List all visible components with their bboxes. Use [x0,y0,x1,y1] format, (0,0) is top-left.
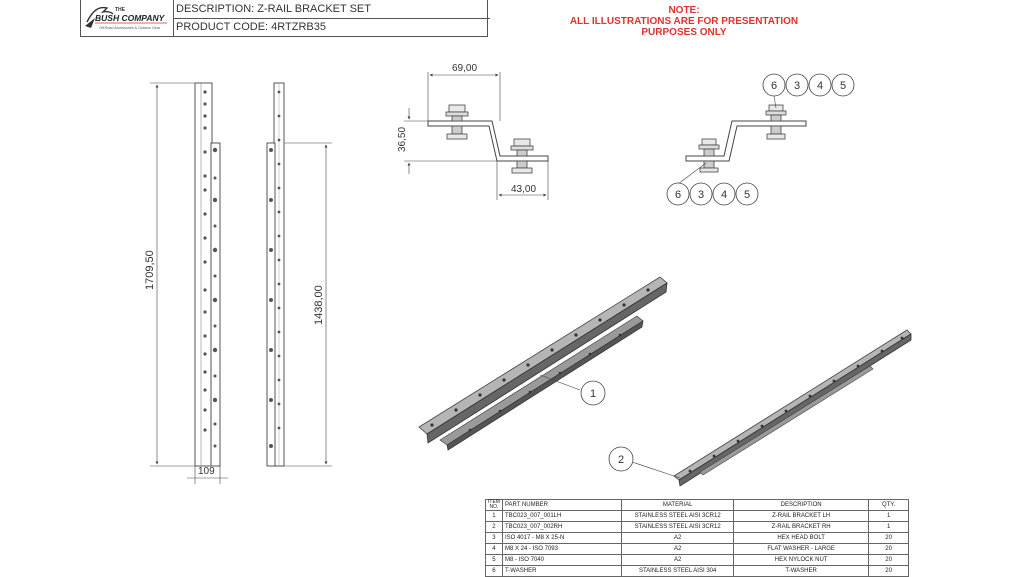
header-material: MATERIAL [621,499,735,511]
callout-balloon [785,73,809,97]
callout-balloon-2 [608,446,634,472]
callout-label-1: 1 [590,388,596,400]
callout-label: 3 [794,80,800,92]
callout-label: 4 [721,189,727,201]
callout-stack-top: 6 3 4 5 [762,73,855,97]
cell-part-number: TBC023_007_001LH [501,510,623,522]
table-row: 4 M8 X 24 - ISO 7093 A2 FLAT WASHER - LA… [485,543,909,555]
callout-balloon [808,73,832,97]
cell-material: STAINLESS STEEL AISI 3CR12 [621,521,735,533]
header-item-no: ITEM NO. [485,499,503,511]
cell-qty: 20 [868,543,909,555]
dim-z-width: 69,00 [452,63,477,74]
cell-qty: 20 [868,565,909,577]
header-description: DESCRIPTION [733,499,870,511]
dim-z-height: 36,50 [397,127,408,152]
cell-material: A2 [621,554,735,566]
callout-label: 6 [771,80,777,92]
z-profile-callouts: 6 3 4 5 6 3 4 5 [666,73,855,206]
callout-balloon [712,182,736,206]
table-header-row: ITEM NO. PART NUMBER MATERIAL DESCRIPTIO… [485,499,909,511]
cell-part-number: M8 - ISO 7040 [501,554,623,566]
cell-part-number: ISO 4017 - M8 X 25-N [501,532,623,544]
callout-label: 5 [744,189,750,201]
cell-material: A2 [621,532,735,544]
cell-qty: 20 [868,532,909,544]
cell-material: STAINLESS STEEL AISI 304 [621,565,735,577]
dim-overall-length: 1709,50 [144,250,156,290]
cell-part-number: T-WASHER [501,565,623,577]
logo-brand-text: BUSH COMPANY [95,13,166,23]
table-row: 2 TBC023_007_002RH STAINLESS STEEL AISI … [485,521,909,533]
cell-item: 1 [485,510,503,522]
cell-description: T-WASHER [733,565,870,577]
cell-material: A2 [621,543,735,555]
callout-balloon [762,73,786,97]
table-row: 6 T-WASHER STAINLESS STEEL AISI 304 T-WA… [485,565,909,577]
header-qty: QTY. [868,499,909,511]
presentation-note: NOTE: ALL ILLUSTRATIONS ARE FOR PRESENTA… [560,5,808,38]
cell-description: HEX HEAD BOLT [733,532,870,544]
cell-item: 2 [485,521,503,533]
cell-item: 5 [485,554,503,566]
table-row: 1 TBC023_007_001LH STAINLESS STEEL AISI … [485,510,909,522]
cell-qty: 1 [868,521,909,533]
dim-width: 109 [198,466,215,477]
title-block: THE BUSH COMPANY Off-Road Accessories & … [80,0,490,37]
description-text: DESCRIPTION: Z-RAIL BRACKET SET [174,0,490,19]
callout-balloon [689,182,713,206]
cell-qty: 20 [868,554,909,566]
callout-label: 6 [675,189,681,201]
isometric-rail-rh: 2 [608,329,912,487]
cell-qty: 1 [868,510,909,522]
parts-table: ITEM NO. PART NUMBER MATERIAL DESCRIPTIO… [485,499,909,577]
callout-label: 3 [698,189,704,201]
callout-balloon-1 [580,380,606,406]
callout-balloon [735,182,759,206]
header-part-number: PART NUMBER [501,499,623,511]
company-logo: THE BUSH COMPANY Off-Road Accessories & … [81,0,174,36]
cell-item: 4 [485,543,503,555]
hex-bolt-icon [448,104,466,113]
rail-front-view: 1709,50 109 [144,82,228,484]
cell-material: STAINLESS STEEL AISI 3CR12 [621,510,735,522]
callout-label: 4 [817,80,823,92]
cell-part-number: TBC023_007_002RH [501,521,623,533]
dim-z-flange: 43,00 [511,184,536,195]
logo-small-text: THE [115,7,126,13]
cell-description: Z-RAIL BRACKET RH [733,521,870,533]
cell-description: FLAT WASHER - LARGE [733,543,870,555]
z-profile-dimensioned: 69,00 36,50 43,00 [397,63,549,200]
table-row: 5 M8 - ISO 7040 A2 HEX NYLOCK NUT 20 [485,554,909,566]
dim-inner-length: 1438,00 [313,285,325,325]
note-text: ALL ILLUSTRATIONS ARE FOR PRESENTATION P… [569,16,799,38]
callout-balloon [831,73,855,97]
rail-side-view: 1438,00 [266,82,332,467]
callout-label: 5 [840,80,846,92]
isometric-rail-lh: 1 [418,276,668,451]
cell-part-number: M8 X 24 - ISO 7093 [501,543,623,555]
cell-description: Z-RAIL BRACKET LH [733,510,870,522]
cell-item: 3 [485,532,503,544]
hex-bolt-icon [513,138,531,147]
logo-tagline-text: Off-Road Accessories & Outdoor Gear [99,26,161,30]
table-row: 3 ISO 4017 - M8 X 25-N A2 HEX HEAD BOLT … [485,532,909,544]
cell-description: HEX NYLOCK NUT [733,554,870,566]
product-code-text: PRODUCT CODE: 4RTZRB35 [176,21,326,33]
callout-stack-bottom: 6 3 4 5 [666,182,759,206]
cell-item: 6 [485,565,503,577]
callout-balloon [666,182,690,206]
callout-label-2: 2 [618,454,624,466]
note-heading: NOTE: [668,5,700,16]
